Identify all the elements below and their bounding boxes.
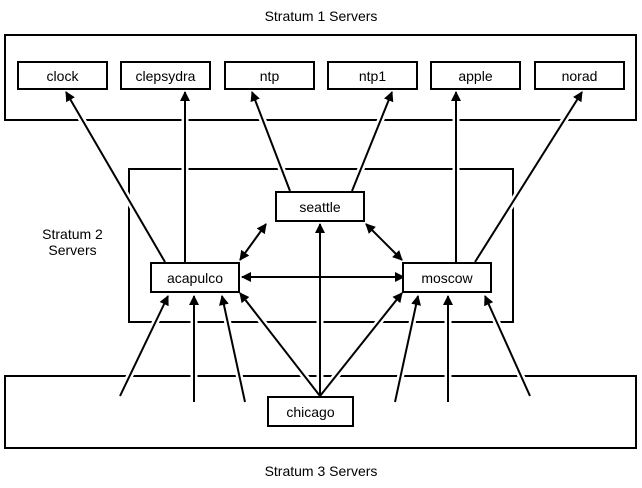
- edge-chicago-to-moscow: [319, 292, 403, 397]
- stratum1-label: Stratum 1 Servers: [264, 8, 378, 24]
- node-ntp[interactable]: ntp: [224, 61, 315, 90]
- node-apple[interactable]: apple: [430, 61, 521, 90]
- edge-chicago-to-acapulco: [239, 292, 321, 397]
- stratum2-label: Stratum 2 Servers: [20, 226, 125, 258]
- edge-moscow-to-norad: [474, 91, 583, 263]
- node-seattle[interactable]: seattle: [275, 191, 365, 222]
- edge-stratum3-client-to-acapulco: [119, 295, 169, 397]
- node-clepsydra[interactable]: clepsydra: [120, 61, 211, 90]
- node-clock[interactable]: clock: [17, 61, 108, 90]
- edge-seattle-to-ntp1: [351, 91, 394, 192]
- node-acapulco[interactable]: acapulco: [150, 262, 240, 293]
- node-moscow[interactable]: moscow: [402, 262, 492, 293]
- stratum3-label: Stratum 3 Servers: [264, 463, 378, 479]
- stratum2-label-line1: Stratum 2: [42, 226, 103, 242]
- edge-seattle-to-acapulco: [239, 223, 267, 261]
- edge-seattle-to-ntp: [250, 91, 291, 192]
- node-ntp1[interactable]: ntp1: [327, 61, 418, 90]
- stratum1-frame: [4, 34, 637, 121]
- edge-stratum3-client-to-moscow: [394, 295, 421, 403]
- edge-stratum3-client-to-acapulco: [219, 295, 246, 403]
- edge-stratum3-client-to-moscow: [484, 295, 531, 397]
- node-norad[interactable]: norad: [534, 61, 625, 90]
- edge-acapulco-to-clock: [65, 91, 166, 263]
- edge-seattle-to-moscow: [365, 223, 403, 261]
- stratum2-label-line2: Servers: [48, 242, 97, 258]
- node-chicago[interactable]: chicago: [267, 396, 354, 427]
